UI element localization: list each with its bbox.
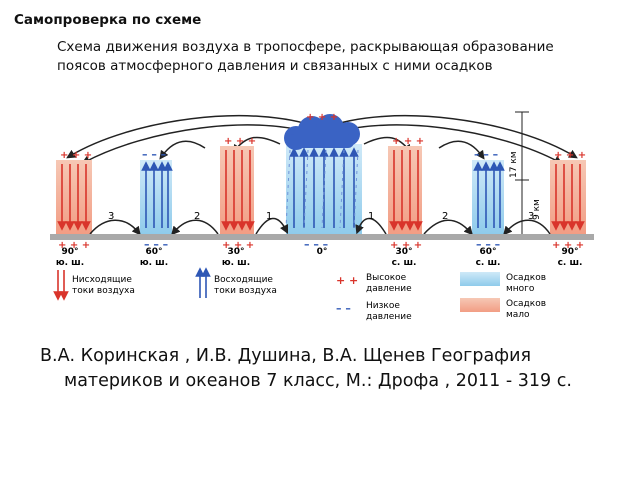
lat-hem: ю. ш. (222, 258, 250, 268)
legend-descending-line2: токи воздуха (72, 286, 135, 296)
lat-hem: ю. ш. (140, 258, 168, 268)
legend-low-line1: Низкое (366, 301, 400, 311)
rain-streaks (285, 149, 359, 229)
legend: Нисходящие токи воздуха Восходящие токи … (53, 267, 546, 322)
cell-number: 3 (108, 211, 114, 222)
cell-number: 2 (194, 211, 200, 222)
pressure-symbols: + + + + + + + + + + + + + + + + + + + + + +… (58, 112, 586, 251)
ground-strip (50, 234, 594, 240)
legend-ascending-line1: Восходящие (214, 275, 273, 285)
height-17km: 17 км (509, 151, 519, 178)
ascending-arrows (141, 147, 505, 228)
lower-air-arcs (89, 217, 551, 236)
descending-arrows (57, 150, 585, 231)
svg-text:+ + +: + + + (60, 150, 92, 161)
cell-number: 1 (266, 211, 272, 222)
svg-text:+ + +: + + + (58, 240, 90, 251)
svg-text:– – –: – – – (304, 238, 328, 251)
svg-text:– – –: – – – (142, 148, 166, 161)
lat-hem: с. ш. (392, 258, 417, 268)
lat-hem: с. ш. (476, 258, 501, 268)
svg-text:+ + +: + + + (392, 136, 424, 147)
legend-high-icon: + + (336, 274, 358, 287)
svg-text:+ + +: + + + (390, 240, 422, 251)
legend-little-line1: Осадков (506, 299, 546, 309)
svg-text:– – –: – – – (474, 148, 498, 161)
svg-text:+ + +: + + + (222, 240, 254, 251)
lat-hem: ю. ш. (56, 258, 84, 268)
lat-deg: 60° (145, 247, 162, 257)
slide-subtitle: Схема движения воздуха в тропосфере, рас… (57, 39, 554, 74)
lat-deg: 90° (561, 247, 578, 257)
height-axis: 17 км 9 км (509, 111, 542, 236)
legend-ascending-icon (195, 267, 211, 298)
cell-numbers: 3 2 1 1 2 3 (108, 211, 534, 222)
citation: В.А. Коринская , И.В. Душина, В.А. Щенев… (40, 346, 572, 391)
svg-text:+ + +: + + + (552, 240, 584, 251)
legend-high-line2: давление (366, 284, 412, 294)
lat-deg: 60° (479, 247, 496, 257)
lat-deg: 30° (227, 247, 244, 257)
svg-text:– – –: – – – (476, 238, 500, 251)
legend-descending-line1: Нисходящие (72, 275, 132, 285)
legend-ascending-line2: токи воздуха (214, 286, 277, 296)
slide-title: Самопроверка по схеме (14, 12, 202, 28)
svg-text:– – –: – – – (144, 238, 168, 251)
legend-little-precip-swatch (460, 298, 500, 312)
legend-much-precip-swatch (460, 272, 500, 286)
cell-number: 1 (368, 211, 374, 222)
legend-much-line1: Осадков (506, 273, 546, 283)
equatorial-cloud (284, 114, 360, 150)
air-circulation-diagram: 17 км 9 км (50, 111, 594, 322)
lat-deg: 90° (61, 247, 78, 257)
cell-number: 2 (442, 211, 448, 222)
cell-number: 3 (528, 211, 534, 222)
svg-text:+ + +: + + + (306, 112, 338, 123)
height-9km: 9 км (532, 199, 542, 220)
legend-high-line1: Высокое (366, 273, 407, 283)
legend-little-line2: мало (506, 310, 530, 320)
lat-hem: с. ш. (558, 258, 583, 268)
latitude-labels: 90° ю. ш. 60° ю. ш. 30° ю. ш. 0° 30° с. … (56, 247, 583, 268)
legend-low-icon: – – (336, 302, 351, 315)
lat-deg: 0° (317, 247, 328, 257)
legend-descending-icon (53, 270, 69, 301)
legend-much-line2: много (506, 284, 535, 294)
legend-low-line2: давление (366, 312, 412, 322)
svg-text:+ + +: + + + (554, 150, 586, 161)
lat-deg: 30° (395, 247, 412, 257)
svg-text:+ + +: + + + (224, 136, 256, 147)
